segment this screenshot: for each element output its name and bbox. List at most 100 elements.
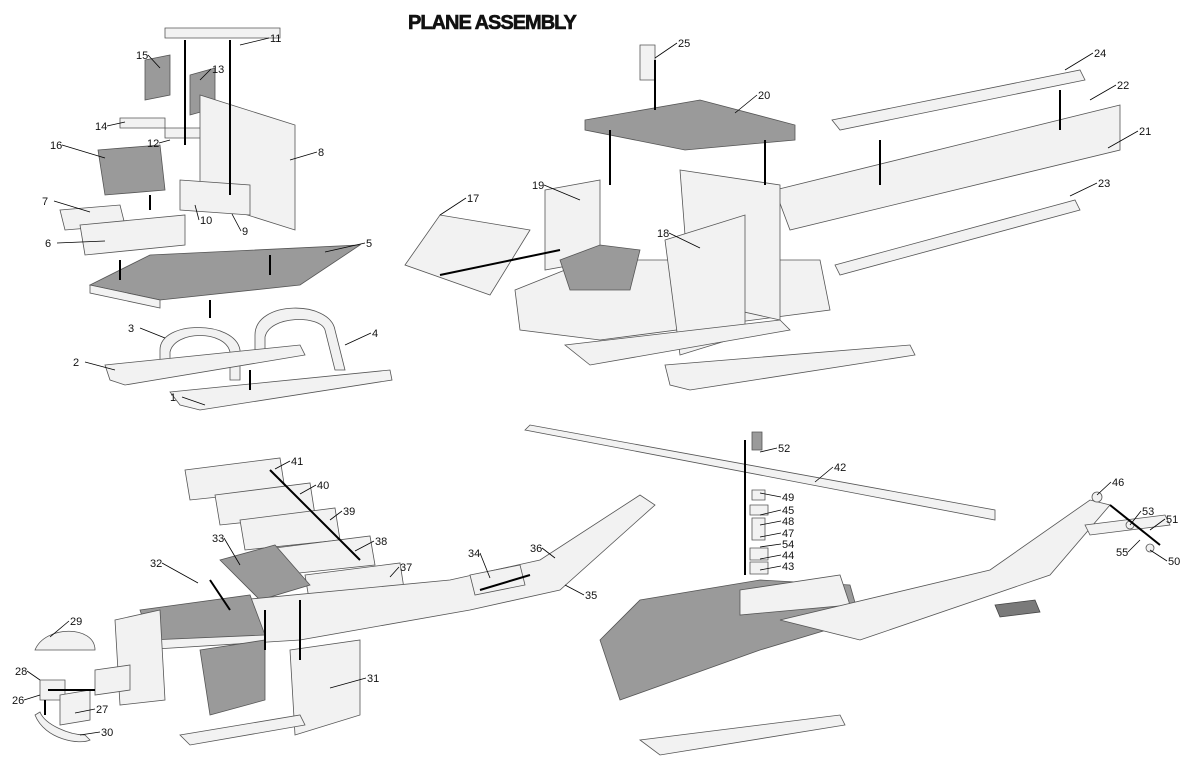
part-number-label: 55 xyxy=(1116,547,1128,559)
leader-line xyxy=(53,200,91,213)
leader-line xyxy=(759,543,782,548)
callout-50: 50 xyxy=(1149,549,1180,568)
callout-22: 22 xyxy=(1089,80,1129,101)
leader-line xyxy=(329,510,343,521)
leader-line xyxy=(1089,84,1117,101)
callout-34: 34 xyxy=(468,548,491,579)
callout-26: 26 xyxy=(12,694,41,707)
callout-11: 11 xyxy=(239,33,281,46)
leader-line xyxy=(26,670,41,681)
leader-line xyxy=(84,361,116,371)
part-number-label: 36 xyxy=(530,543,542,555)
leader-line xyxy=(759,565,782,571)
part-number-label: 51 xyxy=(1166,514,1178,526)
part-number-label: 34 xyxy=(468,548,480,560)
callout-2: 2 xyxy=(73,357,116,371)
callout-31: 31 xyxy=(329,673,379,689)
leader-line xyxy=(161,562,199,584)
callout-37: 37 xyxy=(389,562,412,578)
callout-3: 3 xyxy=(128,323,166,339)
part-number-label: 3 xyxy=(128,323,134,335)
callout-42: 42 xyxy=(814,462,846,483)
callout-17: 17 xyxy=(439,193,479,216)
leader-line xyxy=(814,466,834,483)
callout-1: 1 xyxy=(170,392,206,406)
leader-line xyxy=(1129,510,1142,526)
part-number-label: 40 xyxy=(317,480,329,492)
leader-line xyxy=(541,547,556,559)
part-number-label: 37 xyxy=(400,562,412,574)
leader-line xyxy=(231,213,242,232)
callout-21: 21 xyxy=(1107,126,1151,149)
part-number-label: 12 xyxy=(147,138,159,150)
callout-23: 23 xyxy=(1069,178,1110,197)
leader-line xyxy=(734,94,758,114)
leader-line xyxy=(106,121,126,127)
leader-line xyxy=(23,694,41,701)
part-number-label: 5 xyxy=(366,238,372,250)
leader-line xyxy=(759,492,782,498)
leader-line xyxy=(543,184,581,201)
part-number-label: 23 xyxy=(1098,178,1110,190)
leader-line xyxy=(299,484,317,495)
part-number-label: 26 xyxy=(12,695,24,707)
leader-line xyxy=(1149,518,1166,531)
callout-38: 38 xyxy=(354,536,387,552)
leader-line xyxy=(158,139,171,144)
leader-line xyxy=(344,332,372,346)
leader-line xyxy=(564,584,585,596)
callout-33: 33 xyxy=(212,533,241,566)
part-number-label: 16 xyxy=(50,140,62,152)
callout-41: 41 xyxy=(274,456,303,470)
callout-51: 51 xyxy=(1149,514,1178,531)
part-number-label: 1 xyxy=(170,392,176,404)
part-number-label: 54 xyxy=(782,539,794,551)
callout-46: 46 xyxy=(1096,477,1124,496)
step-3-rotor-mount xyxy=(34,457,656,746)
part-number-label: 22 xyxy=(1117,80,1129,92)
leader-line xyxy=(759,532,782,538)
leader-line xyxy=(759,447,778,453)
callout-52: 52 xyxy=(759,443,790,455)
leader-line xyxy=(274,460,291,470)
callout-27: 27 xyxy=(74,704,108,716)
part-number-label: 49 xyxy=(782,492,794,504)
callout-4: 4 xyxy=(344,328,378,346)
part-number-label: 20 xyxy=(758,90,770,102)
leader-line xyxy=(1127,539,1141,553)
leader-line xyxy=(79,731,101,736)
callout-14: 14 xyxy=(95,121,126,133)
step-1-base-assembly xyxy=(59,27,393,411)
callout-43: 43 xyxy=(759,561,794,573)
part-number-label: 19 xyxy=(532,180,544,192)
callout-36: 36 xyxy=(530,543,556,559)
callout-7: 7 xyxy=(42,196,91,213)
leader-line xyxy=(759,554,782,560)
callout-47: 47 xyxy=(759,528,794,540)
part-number-label: 21 xyxy=(1139,126,1151,138)
callout-5: 5 xyxy=(324,238,372,253)
callout-29: 29 xyxy=(49,616,82,638)
part-number-label: 18 xyxy=(657,228,669,240)
part-number-label: 4 xyxy=(372,328,378,340)
callout-48: 48 xyxy=(759,516,794,528)
callout-24: 24 xyxy=(1064,48,1106,71)
leader-line xyxy=(479,552,491,579)
leader-line xyxy=(329,677,367,689)
callout-35: 35 xyxy=(564,584,597,602)
callout-45: 45 xyxy=(759,505,794,517)
leader-line xyxy=(239,37,270,46)
callout-12: 12 xyxy=(147,138,171,150)
part-number-label: 8 xyxy=(318,147,324,159)
leader-line xyxy=(61,144,106,159)
part-number-label: 28 xyxy=(15,666,27,678)
leader-line xyxy=(74,708,96,714)
part-number-label: 50 xyxy=(1168,556,1180,568)
leader-line xyxy=(354,540,375,552)
part-number-label: 17 xyxy=(467,193,479,205)
part-number-label: 7 xyxy=(42,196,48,208)
leader-line xyxy=(389,566,400,578)
callout-15: 15 xyxy=(136,50,161,69)
